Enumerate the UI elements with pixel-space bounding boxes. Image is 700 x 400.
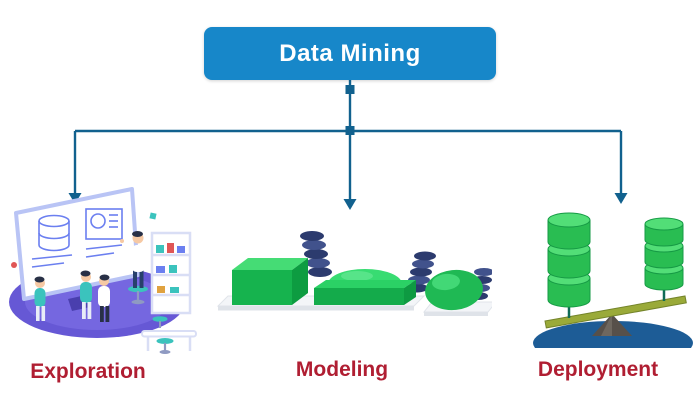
stool-small (152, 316, 168, 328)
green-ellipsoid (425, 269, 483, 311)
green-slab-with-dome (314, 269, 416, 305)
accent-square (149, 212, 157, 220)
person-walking (34, 276, 46, 321)
diagram-title: Data Mining (279, 39, 421, 67)
arrowhead-icon (343, 199, 357, 210)
seesaw-plank (544, 295, 687, 329)
connector-node-top (345, 85, 355, 94)
label-exploration: Exploration (30, 360, 146, 383)
branch-arrow-modeling (343, 131, 357, 210)
green-cube (232, 258, 308, 305)
stool (156, 338, 174, 354)
connector-trunk (345, 80, 355, 135)
diagram-root-node: Data Mining (204, 27, 496, 80)
connector-node-junction (345, 126, 355, 135)
dashboard-screen (14, 187, 140, 311)
person-teal-shirt (80, 270, 92, 319)
desk (141, 330, 197, 351)
person-pointing (120, 231, 148, 305)
person-white-coat (98, 274, 110, 322)
branch-arrow-deployment (614, 131, 628, 204)
shelf (150, 231, 192, 315)
modeling-illustration (216, 226, 498, 330)
deployment-illustration (523, 203, 695, 365)
spring-coil-left (300, 231, 332, 277)
database-stack-left (547, 212, 591, 308)
accent-dot (11, 262, 17, 268)
database-stack-right (644, 217, 684, 291)
label-modeling: Modeling (295, 358, 389, 381)
label-deployment: Deployment (537, 358, 659, 381)
exploration-illustration (2, 183, 207, 355)
fulcrum-cone (592, 314, 632, 336)
screen-chart-doodles (31, 208, 123, 268)
